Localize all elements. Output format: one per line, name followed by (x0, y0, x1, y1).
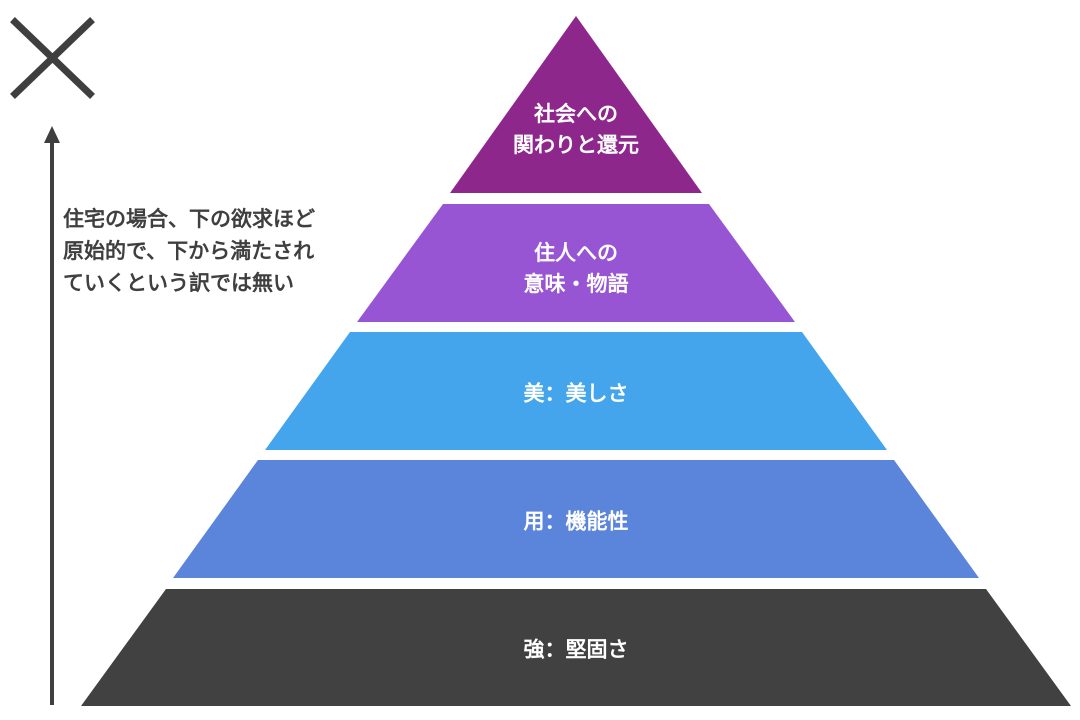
tier-3-label: 美：美しさ (523, 381, 629, 406)
tier-1-shape (450, 16, 702, 193)
tier-4-shape (173, 460, 979, 578)
side-note-text: 住宅の場合、下の欲求ほど 原始的で、下から満たされ ていくという訳では無い (63, 207, 315, 295)
up-arrow-icon (44, 126, 60, 705)
tier-1-label: 社会への 関わりと還元 (513, 102, 639, 157)
tier-2-label: 住人への 意味・物語 (523, 241, 629, 296)
tier-2-shape (357, 204, 795, 322)
tier-3-shape (265, 332, 887, 450)
tier-5-label: 強：堅固さ (523, 637, 629, 662)
tier-5-shape (81, 589, 1071, 706)
tier-4-label: 用：機能性 (523, 509, 629, 534)
cross-icon (10, 17, 95, 99)
